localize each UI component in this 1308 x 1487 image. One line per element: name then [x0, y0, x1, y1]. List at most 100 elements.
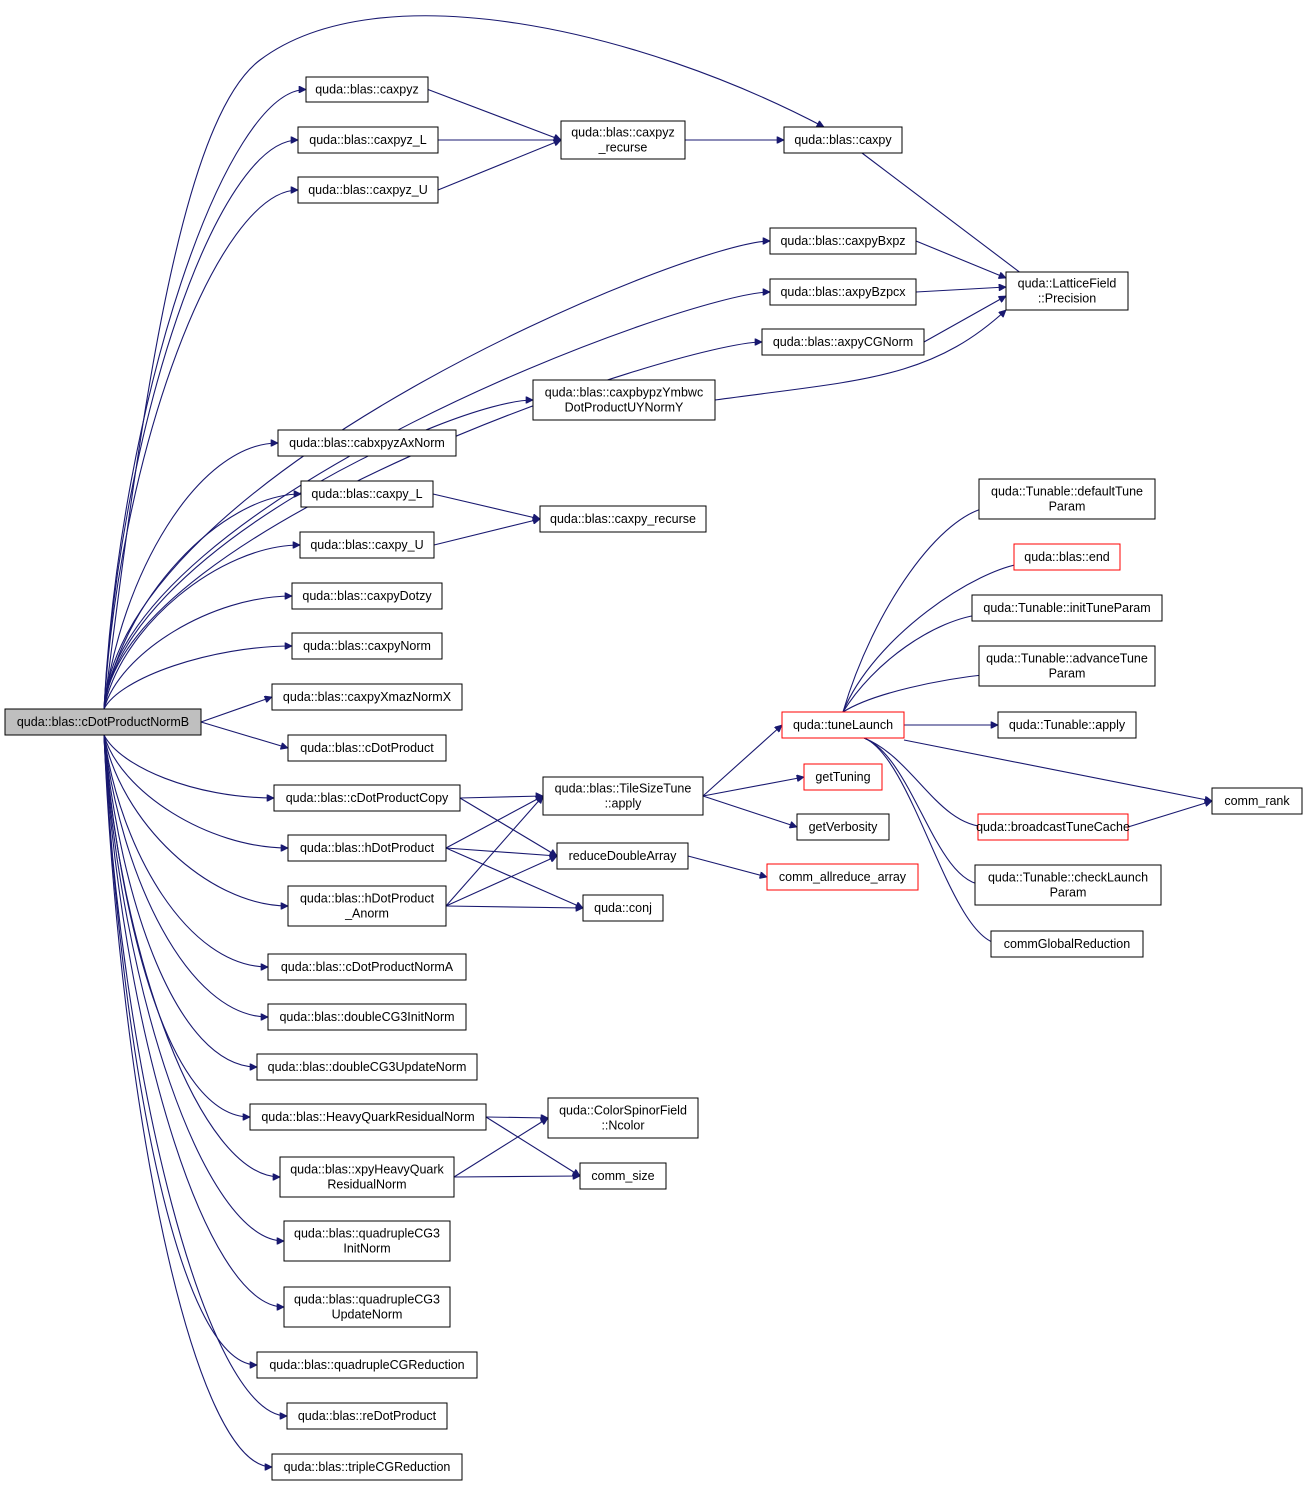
node-box	[271, 1453, 463, 1481]
node-caxpy-l[interactable]: quda::blas::caxpy_L	[300, 480, 434, 508]
node-caxpy-norm[interactable]: quda::blas::caxpyNorm	[291, 632, 443, 660]
node-init-tune-param[interactable]: quda::Tunable::initTuneParam	[971, 594, 1163, 622]
node-label: quda::Tunable::advanceTune	[986, 652, 1148, 666]
node-caxpy-u[interactable]: quda::blas::caxpy_U	[299, 531, 435, 559]
node-box	[283, 1286, 451, 1328]
node-label: quda::blas::hDotProduct	[300, 892, 435, 906]
node-comm-global-reduction[interactable]: commGlobalReduction	[990, 930, 1144, 958]
node-c-dot-product-norm-a[interactable]: quda::blas::cDotProductNormA	[267, 953, 467, 981]
node-label: getTuning	[815, 770, 870, 784]
node-box	[291, 632, 443, 660]
node-label: quda::blas::caxpyz	[571, 126, 675, 140]
node-c-dot-product-copy[interactable]: quda::blas::cDotProductCopy	[273, 784, 461, 812]
node-tunable-apply[interactable]: quda::Tunable::apply	[997, 711, 1137, 739]
node-caxpy-bxpz[interactable]: quda::blas::caxpyBxpz	[769, 227, 917, 255]
node-c-dot-product[interactable]: quda::blas::cDotProduct	[287, 734, 447, 762]
node-get-tuning[interactable]: getTuning	[803, 763, 883, 791]
node-ncolor[interactable]: quda::ColorSpinorField::Ncolor	[547, 1097, 699, 1139]
node-box	[769, 278, 917, 306]
node-caxpyz-recurse[interactable]: quda::blas::caxpyz_recurse	[560, 120, 686, 160]
node-blas-end[interactable]: quda::blas::end	[1013, 543, 1121, 571]
edge-tune-launch-to-blas-end	[842, 563, 1026, 713]
node-label: reduceDoubleArray	[569, 849, 677, 863]
edge-c-dot-product-copy-to-reduce-double-array	[459, 797, 557, 857]
node-double-cg3-init-norm[interactable]: quda::blas::doubleCG3InitNorm	[267, 1003, 467, 1031]
node-label: ::apply	[605, 797, 643, 811]
node-conj[interactable]: quda::conj	[582, 894, 664, 922]
edge-tune-launch-to-comm-global-reduction	[863, 737, 1001, 944]
node-box	[532, 379, 716, 421]
node-cabxpyz-ax-norm[interactable]: quda::blas::cabxpyzAxNorm	[277, 429, 457, 457]
node-caxpyz-u[interactable]: quda::blas::caxpyz_U	[297, 176, 439, 204]
node-label: Param	[1049, 667, 1086, 681]
edge-root-to-h-dot-product	[103, 734, 288, 848]
node-label: quda::blas::caxpy_L	[311, 487, 422, 501]
edge-h-dot-product-to-tile-size-tune	[445, 795, 543, 849]
edge-root-to-axpy-bzpcx	[103, 292, 770, 710]
node-box	[273, 784, 461, 812]
edge-caxpbypz-to-precision	[714, 310, 1006, 401]
edge-root-to-caxpy-xmaz-norm-x	[200, 697, 272, 723]
edge-root-to-double-cg3-update-norm	[103, 734, 257, 1067]
node-box	[978, 478, 1156, 520]
node-get-verbosity[interactable]: getVerbosity	[796, 813, 890, 841]
node-precision[interactable]: quda::LatticeField::Precision	[1005, 271, 1129, 311]
node-h-dot-product[interactable]: quda::blas::hDotProduct	[287, 834, 447, 862]
node-label: quda::blas::axpyBzpcx	[780, 285, 906, 299]
node-caxpyz[interactable]: quda::blas::caxpyz	[305, 76, 429, 103]
node-box	[271, 683, 463, 711]
edge-root-to-quad-cgreduction	[103, 734, 257, 1365]
node-root[interactable]: quda::blas::cDotProductNormB	[4, 708, 202, 736]
edge-tune-launch-to-advance-tune-param	[842, 674, 991, 713]
node-box	[305, 76, 429, 103]
node-label: comm_rank	[1224, 794, 1290, 808]
node-caxpbypz[interactable]: quda::blas::caxpbypzYmbwcDotProductUYNor…	[532, 379, 716, 421]
node-box	[297, 176, 439, 204]
node-caxpyz-l[interactable]: quda::blas::caxpyz_L	[297, 126, 439, 154]
edge-root-to-quad-cg3-update	[103, 734, 284, 1307]
node-tune-launch[interactable]: quda::tuneLaunch	[781, 711, 905, 739]
node-label: quda::LatticeField	[1018, 277, 1117, 291]
node-tile-size-tune[interactable]: quda::blas::TileSizeTune::apply	[542, 776, 704, 816]
node-comm-size[interactable]: comm_size	[579, 1162, 667, 1190]
node-hq-residual-norm[interactable]: quda::blas::HeavyQuarkResidualNorm	[249, 1103, 487, 1131]
node-caxpy-recurse[interactable]: quda::blas::caxpy_recurse	[539, 505, 707, 533]
node-label: commGlobalReduction	[1004, 937, 1130, 951]
node-box	[256, 1053, 478, 1081]
node-caxpy-dotzy[interactable]: quda::blas::caxpyDotzy	[291, 582, 443, 610]
node-h-dot-product-anorm[interactable]: quda::blas::hDotProduct_Anorm	[287, 885, 447, 927]
node-axpy-cgnorm[interactable]: quda::blas::axpyCGNorm	[761, 328, 925, 356]
node-box	[286, 1402, 448, 1430]
node-caxpy[interactable]: quda::blas::caxpy	[783, 126, 903, 154]
node-caxpy-xmaz-norm-x[interactable]: quda::blas::caxpyXmazNormX	[271, 683, 463, 711]
node-quad-cgreduction[interactable]: quda::blas::quadrupleCGReduction	[256, 1351, 478, 1379]
node-label: Param	[1049, 500, 1086, 514]
node-label: UpdateNorm	[332, 1308, 403, 1322]
node-re-dot-product[interactable]: quda::blas::reDotProduct	[286, 1402, 448, 1430]
node-broadcast-tune-cache[interactable]: quda::broadcastTuneCache	[976, 813, 1130, 841]
node-label: getVerbosity	[809, 820, 879, 834]
node-box	[297, 126, 439, 154]
node-comm-allreduce[interactable]: comm_allreduce_array	[766, 863, 919, 891]
node-box	[997, 711, 1137, 739]
edge-root-to-re-dot-product	[103, 734, 287, 1416]
node-box	[990, 930, 1144, 958]
node-label: quda::conj	[594, 901, 652, 915]
edge-root-to-caxpy	[103, 15, 824, 710]
node-reduce-double-array[interactable]: reduceDoubleArray	[556, 842, 689, 870]
node-comm-rank[interactable]: comm_rank	[1211, 787, 1303, 815]
node-label: quda::Tunable::checkLaunch	[988, 871, 1148, 885]
node-box	[256, 1351, 478, 1379]
node-label: quda::blas::caxpyz	[315, 83, 419, 97]
edge-root-to-h-dot-product-anorm	[103, 734, 288, 906]
node-axpy-bzpcx[interactable]: quda::blas::axpyBzpcx	[769, 278, 917, 306]
node-double-cg3-update-norm[interactable]: quda::blas::doubleCG3UpdateNorm	[256, 1053, 478, 1081]
node-triple-cgreduction[interactable]: quda::blas::tripleCGReduction	[271, 1453, 463, 1481]
